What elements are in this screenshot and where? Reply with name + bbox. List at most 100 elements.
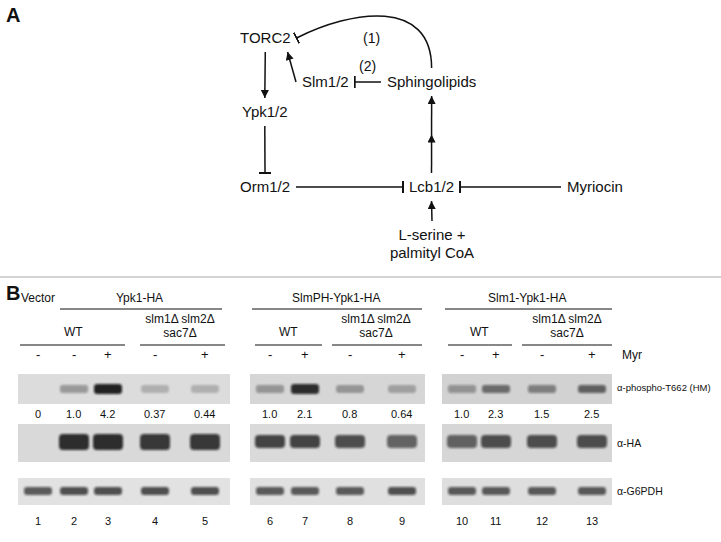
blot-panel bbox=[18, 374, 230, 404]
lane-number: 10 bbox=[456, 515, 468, 528]
blot-band bbox=[481, 435, 511, 448]
construct-label: SlmPH-Ypk1-HA bbox=[292, 292, 380, 306]
blot-band bbox=[528, 487, 556, 495]
treatment-sign: - bbox=[348, 348, 352, 363]
lane-number: 9 bbox=[399, 515, 405, 528]
inhibition-connector bbox=[355, 81, 381, 83]
blot-panel bbox=[18, 478, 230, 505]
treatment-sign: + bbox=[492, 348, 500, 363]
node-text: Lcb1/2 bbox=[409, 178, 454, 196]
panel-letter: B bbox=[6, 282, 20, 305]
quantification-value: 1.0 bbox=[454, 408, 469, 421]
header-line bbox=[60, 308, 222, 309]
lane-number: 3 bbox=[105, 515, 111, 528]
genotype-label: WT bbox=[279, 326, 298, 340]
genotype-line bbox=[332, 344, 422, 345]
genotype-line bbox=[255, 344, 322, 345]
lane-number: 5 bbox=[202, 515, 208, 528]
blot-band bbox=[93, 434, 123, 450]
blot-band bbox=[388, 385, 416, 393]
blot-band bbox=[528, 385, 556, 393]
treatment-sign: - bbox=[268, 348, 272, 363]
node-text: Slm1/2 bbox=[302, 73, 349, 91]
blot-band bbox=[527, 435, 557, 448]
node-text: TORC2 bbox=[240, 29, 291, 47]
blot-band bbox=[448, 487, 476, 495]
treatment-sign: - bbox=[540, 348, 544, 363]
blot-band bbox=[190, 434, 220, 450]
genotype-line bbox=[522, 344, 612, 345]
treatment-label: Myr bbox=[622, 349, 642, 363]
lane-number: 8 bbox=[347, 515, 353, 528]
panel-separator bbox=[0, 277, 721, 278]
inhibition-connector bbox=[296, 186, 403, 188]
blot-band bbox=[335, 435, 365, 448]
node-text: Sphingolipids bbox=[387, 73, 476, 91]
pathway-node: TORC2 bbox=[237, 27, 294, 49]
blot-band bbox=[94, 487, 122, 495]
edge-label: (2) bbox=[357, 58, 378, 74]
quantification-value: 2.1 bbox=[297, 408, 312, 421]
lane-number: 13 bbox=[586, 515, 598, 528]
blot-band bbox=[448, 385, 476, 393]
treatment-sign: + bbox=[104, 348, 112, 363]
lane-number: 2 bbox=[71, 515, 77, 528]
blot-panel bbox=[18, 424, 230, 462]
quantification-value: 0 bbox=[35, 408, 41, 421]
activation-connector bbox=[431, 201, 433, 221]
pathway-node: Myriocin bbox=[564, 176, 626, 198]
genotype-label: slm1Δ slm2Δ sac7Δ bbox=[140, 313, 220, 341]
blot-band bbox=[256, 385, 284, 393]
lane-number: 4 bbox=[152, 515, 158, 528]
genotype-line bbox=[20, 344, 125, 345]
quantification-value: 2.5 bbox=[584, 408, 599, 421]
blot-band bbox=[291, 384, 319, 394]
genotype-line bbox=[140, 344, 225, 345]
pathway-node: Sphingolipids bbox=[384, 71, 479, 93]
blot-panel bbox=[442, 424, 612, 462]
pathway-node: Ypk1/2 bbox=[239, 101, 291, 123]
genotype-label: slm1Δ slm2Δ sac7Δ bbox=[336, 313, 416, 341]
treatment-sign: - bbox=[153, 348, 157, 363]
antibody-label: α-G6PDH bbox=[617, 485, 663, 497]
inhibition-connector bbox=[460, 186, 561, 188]
blot-panel bbox=[250, 374, 425, 404]
blot-band bbox=[141, 385, 169, 393]
blot-band bbox=[578, 487, 606, 495]
blot-band bbox=[482, 385, 510, 393]
blot-band bbox=[140, 434, 170, 450]
blot-band bbox=[336, 385, 364, 393]
blot-band bbox=[256, 487, 284, 495]
pathway-node: Orm1/2 bbox=[237, 176, 293, 198]
pathway-node: L-serine + palmityl CoA bbox=[379, 224, 485, 264]
lane-number: 6 bbox=[267, 515, 273, 528]
quantification-value: 1.5 bbox=[534, 408, 549, 421]
quantification-value: 0.64 bbox=[391, 408, 412, 421]
node-text: Ypk1/2 bbox=[242, 103, 288, 121]
blot-band bbox=[59, 434, 89, 450]
quantification-value: 1.0 bbox=[66, 408, 81, 421]
construct-label: Vector bbox=[21, 292, 55, 306]
quantification-value: 4.2 bbox=[100, 408, 115, 421]
blot-panel bbox=[250, 478, 425, 505]
edge-label: (1) bbox=[361, 30, 382, 46]
lane-number: 7 bbox=[302, 515, 308, 528]
blot-band bbox=[577, 435, 607, 448]
group-brackets bbox=[20, 309, 612, 345]
antibody-label: α-phospho-T662 (HM) bbox=[617, 383, 711, 394]
treatment-sign: - bbox=[72, 348, 76, 363]
blot-panel bbox=[442, 478, 612, 505]
activation-connector bbox=[288, 52, 296, 82]
inhibition-connector bbox=[264, 126, 266, 173]
blot-band bbox=[255, 435, 285, 448]
genotype-label: WT bbox=[470, 326, 489, 340]
blot-band bbox=[336, 487, 364, 495]
blot-band bbox=[191, 385, 219, 393]
quantification-value: 0.44 bbox=[194, 408, 215, 421]
node-text: L-serine + palmityl CoA bbox=[382, 226, 482, 262]
blot-band bbox=[60, 385, 88, 393]
blot-band bbox=[141, 487, 169, 495]
blot-band bbox=[447, 435, 477, 448]
blot-band bbox=[291, 487, 319, 495]
genotype-line bbox=[448, 344, 512, 345]
